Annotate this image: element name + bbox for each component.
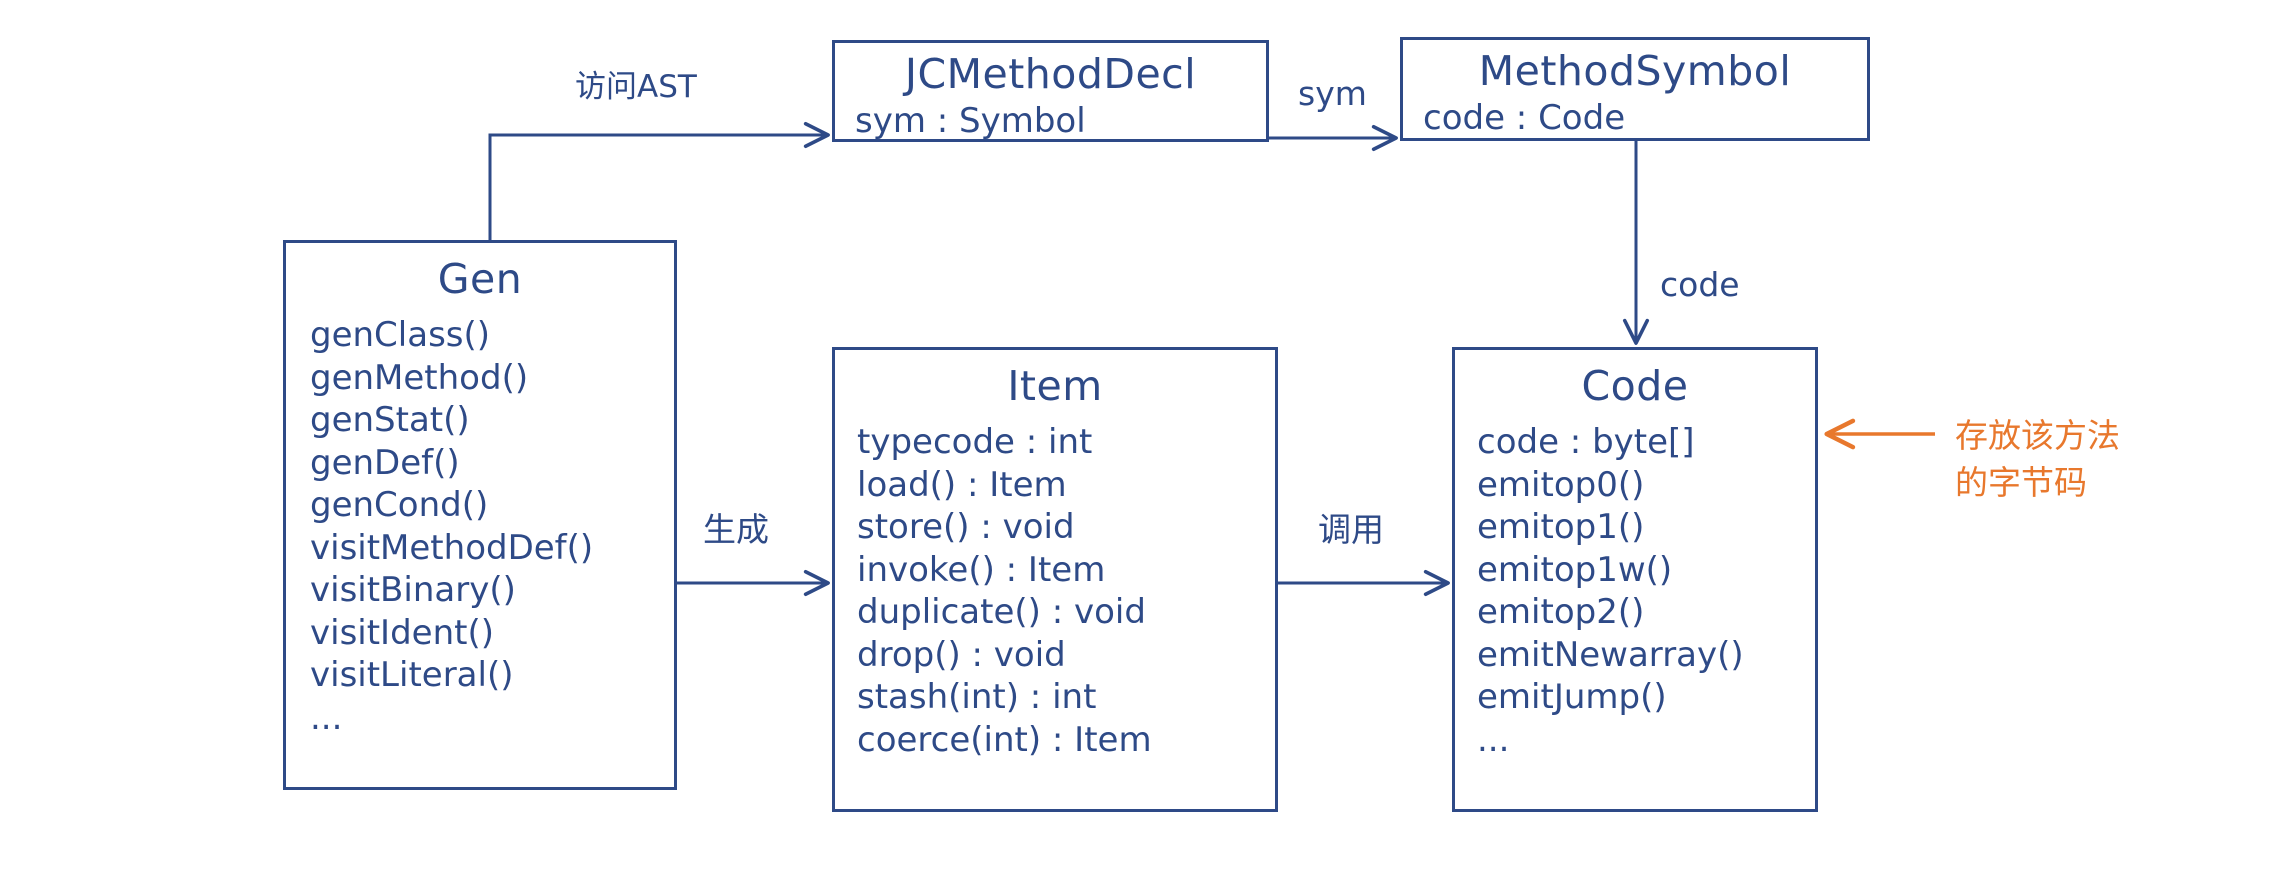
member-item: emitop2()	[1477, 592, 1645, 632]
member-item: genStat()	[310, 400, 470, 440]
member-item: ...	[1477, 719, 1510, 760]
member-item: emitJump()	[1477, 677, 1667, 717]
member-item: genDef()	[310, 442, 460, 483]
class-box-code[interactable]: Code code : byte[] emitop0() emitop1() e…	[1452, 347, 1818, 812]
member-list-jcmethoddecl: sym : Symbol	[835, 100, 1266, 143]
edge-label-generate: 生成	[703, 510, 769, 549]
member-item: visitMethodDef()	[310, 527, 594, 568]
class-title-item: Item	[1007, 362, 1103, 410]
member-list-item: typecode : int load() : Item store() : v…	[835, 421, 1275, 761]
member-item: emitop1()	[1477, 507, 1645, 547]
member-item: stash(int) : int	[857, 677, 1097, 717]
member-item: genMethod()	[310, 357, 529, 398]
member-list-gen: genClass() genMethod() genStat() genDef(…	[286, 314, 674, 739]
edge-label-invoke: 调用	[1318, 510, 1384, 549]
member-item: sym : Symbol	[855, 101, 1086, 141]
member-item: visitIdent()	[310, 612, 494, 653]
member-item: drop() : void	[857, 634, 1066, 675]
edge-label-visit-ast: 访问AST	[575, 69, 697, 105]
member-item: ...	[310, 697, 343, 738]
member-item: duplicate() : void	[857, 592, 1146, 632]
member-item: load() : Item	[857, 464, 1067, 505]
edge-label-sym: sym	[1298, 74, 1367, 113]
class-box-gen[interactable]: Gen genClass() genMethod() genStat() gen…	[283, 240, 677, 790]
member-item: genClass()	[310, 315, 491, 355]
member-item: emitop1w()	[1477, 549, 1673, 590]
member-item: invoke() : Item	[857, 549, 1106, 590]
member-item: code : byte[]	[1477, 422, 1695, 462]
member-list-code: code : byte[] emitop0() emitop1() emitop…	[1455, 421, 1815, 761]
annotation-bytecode-note: 存放该方法 的字节码	[1955, 412, 2255, 506]
member-item: store() : void	[857, 507, 1075, 547]
class-title-jcmethoddecl: JCMethodDecl	[904, 50, 1197, 98]
edge-gen-to-jcmethoddecl	[488, 121, 830, 240]
member-item: visitLiteral()	[310, 655, 514, 695]
class-box-methodsymbol[interactable]: MethodSymbol code : Code	[1400, 37, 1870, 141]
member-item: typecode : int	[857, 422, 1093, 462]
class-box-jcmethoddecl[interactable]: JCMethodDecl sym : Symbol	[832, 40, 1269, 142]
annotation-line-2: 的字节码	[1955, 463, 2087, 502]
class-title-methodsymbol: MethodSymbol	[1478, 47, 1792, 95]
member-item: visitBinary()	[310, 570, 516, 610]
member-item: code : Code	[1423, 98, 1626, 138]
class-box-item[interactable]: Item typecode : int load() : Item store(…	[832, 347, 1278, 812]
member-list-methodsymbol: code : Code	[1403, 97, 1867, 140]
member-item: genCond()	[310, 485, 489, 525]
class-title-code: Code	[1581, 362, 1689, 410]
member-item: emitNewarray()	[1477, 634, 1744, 675]
class-title-gen: Gen	[437, 255, 523, 303]
member-item: coerce(int) : Item	[857, 719, 1152, 760]
member-item: emitop0()	[1477, 464, 1645, 505]
annotation-line-1: 存放该方法	[1955, 416, 2120, 455]
edge-label-code: code	[1660, 265, 1740, 304]
